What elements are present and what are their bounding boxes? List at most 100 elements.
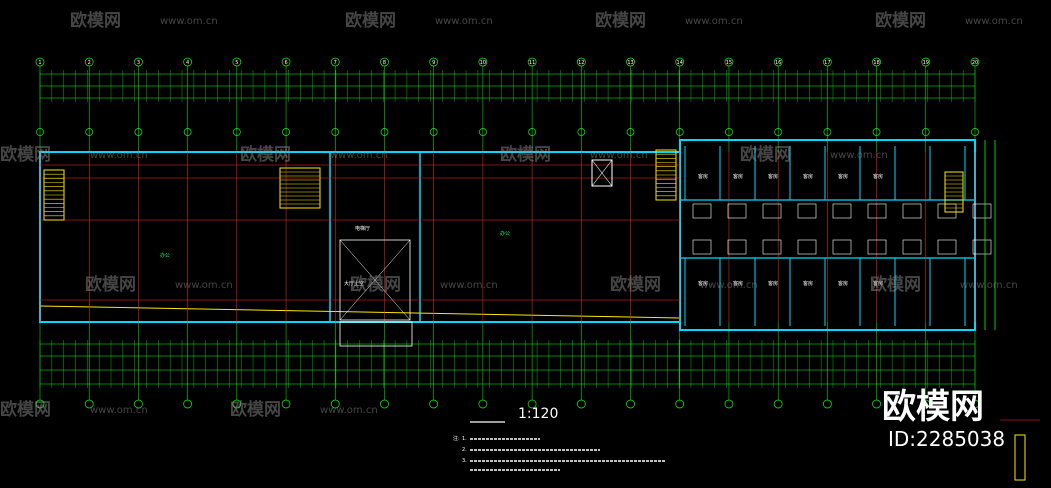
watermark-url: www.om.cn [330,150,388,161]
axis-bubble-bottom [823,399,832,409]
axis-bubble-label: 6 [284,60,287,66]
bathroom-fixture [972,203,992,219]
axis-bubble-top [429,57,439,67]
axis-bubble-label: 4 [186,60,189,66]
watermark-brand: 欧模网 [500,144,551,165]
axis-bubble-bottom [84,399,94,409]
stair-east [655,149,677,201]
stair-west [43,169,65,221]
axis-bubble-bottom [773,399,783,409]
axis-bubble-top [675,57,685,67]
axis-bubble-top [921,57,931,67]
axis-bubble-bottom [478,399,488,409]
watermark-brand: 欧模网 [70,10,121,31]
note-line: 1. [462,436,467,442]
axis-bubble-inner [134,128,143,136]
axis-bubble-bottom [724,399,734,409]
axis-bubble-label: 2 [88,60,91,66]
bathroom-fixture [937,239,957,255]
axis-bubble-inner [183,128,192,136]
axis-bubble-inner [232,128,241,136]
note-line: 2. [462,447,467,453]
room-label: 客房 [768,280,778,287]
watermark-url: www.om.cn [435,16,493,27]
room-label: 客房 [803,280,813,287]
watermark-brand: 欧模网 [350,274,401,295]
room-label: 客房 [838,280,848,287]
axis-bubble-label: 12 [578,60,584,66]
axis-bubble-label: 14 [677,60,683,66]
axis-bubble-inner [971,128,979,136]
axis-bubble-top [724,57,734,67]
axis-bubble-inner [429,128,438,136]
axis-bubble-inner [626,128,635,136]
watermark-url: www.om.cn [965,16,1023,27]
axis-bubble-label: 15 [726,60,732,66]
axis-bubble-inner [331,128,340,136]
wall-south-strip [39,305,681,319]
axis-bubble-bottom [527,399,537,409]
watermark-layer: 欧模网 www.om.cn 欧模网 www.om.cn 欧模网 www.om.cn 欧模网 w… [0,10,1023,420]
axis-bubble-top [281,57,291,67]
axis-bubble-bottom [970,399,980,409]
axis-bubble-bottom [626,399,635,409]
room-label: 客房 [768,173,778,180]
bathroom-fixture [797,203,817,219]
axis-bubble-inner [921,128,930,136]
room-label: 客房 [733,280,743,287]
axis-bubble-top [576,57,586,67]
axis-bubble-top [232,57,242,67]
note-line: 3. [462,458,467,464]
axis-bubble-top [35,57,45,67]
axis-bubble-label: 10 [480,60,486,66]
axis-bubble-top [134,57,143,67]
watermark-brand: 欧模网 [85,274,136,295]
watermark-url: www.om.cn [175,280,233,291]
axis-bubble-top [527,57,537,67]
room-label: 办公 [500,230,510,237]
room-label: 客房 [873,280,883,287]
axis-bubble-bottom [35,399,45,409]
bathroom-fixture [727,239,747,255]
room-labels: 办公 办公 大厅上空 电梯厅 客房 客房 客房 客房 客房 客房 客房 客房 客… [160,173,883,287]
room-label: 客房 [733,173,743,180]
axis-bubble-inner [774,128,783,136]
bathroom-fixture [867,239,887,255]
axis-bubble-label: 8 [383,60,386,66]
axis-bubble-inner [577,128,586,136]
bathroom-fixture [972,239,992,255]
axis-bubble-label: 19 [923,60,929,66]
axis-bubble-bottom [232,399,242,409]
axis-bubble-top [183,57,192,67]
room-label: 客房 [698,280,708,287]
axis-bubble-top [773,57,783,67]
axis-bubble-top [970,57,980,67]
axis-bubble-bottom [183,399,192,409]
watermark-brand: 欧模网 [870,274,921,295]
room-label: 办公 [160,252,170,259]
watermark-url: www.om.cn [160,16,218,27]
axis-bubble-label: 13 [627,60,633,66]
axis-bubble-bottom [134,399,143,409]
grid-axis-lines [39,66,976,400]
axis-bubble-bottom [921,399,931,409]
axis-bubble-label: 18 [873,60,879,66]
room-label: 客房 [803,173,813,180]
watermark-brand: 欧模网 [595,10,646,31]
axis-bubble-top [823,57,832,67]
axis-bubble-inner [725,128,733,136]
note-line: 注: [453,435,460,442]
watermark-brand: 欧模网 [610,274,661,295]
axis-bubble-top [626,57,635,67]
bathroom-fixture [762,239,782,255]
axis-bubble-top [84,57,94,67]
axis-bubble-bottom [330,399,340,409]
watermark-url: www.om.cn [90,150,148,161]
axis-bubble-inner [380,128,389,136]
axis-bubble-top [872,57,881,67]
watermark-url: www.om.cn [830,150,888,161]
axis-bubble-bottom [429,399,439,409]
bathroom-fixture [832,203,852,219]
watermark-url: www.om.cn [90,405,148,416]
